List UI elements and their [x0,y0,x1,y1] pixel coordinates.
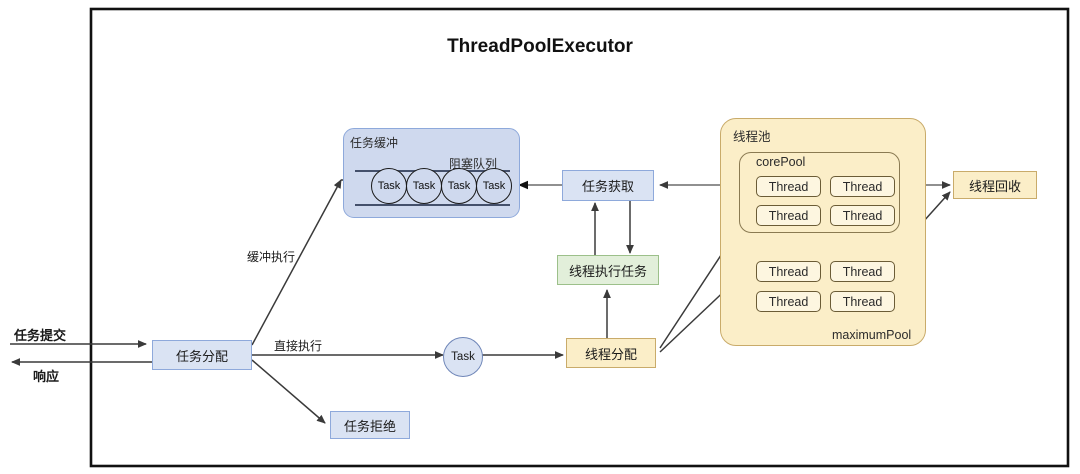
task-fetch-node[interactable]: 任务获取 [562,170,654,201]
thread-run-task-node[interactable]: 线程执行任务 [557,255,659,285]
label-task-submit: 任务提交 [14,328,67,343]
outer-frame-rect [89,7,1070,468]
blocking-queue-title: 阻塞队列 [449,157,498,171]
queue-task-0[interactable]: Task [371,168,407,204]
max-thread-2[interactable]: Thread [756,291,821,312]
edge-reject [251,359,326,424]
thread-recycle-node[interactable]: 线程回收 [953,171,1037,199]
task-circle-node[interactable]: Task [443,337,483,377]
maximum-pool-title: maximumPool [832,328,912,342]
edge-buffered-exec [251,179,342,346]
task-buffer-title: 任务缓冲 [350,136,399,150]
core-thread-3[interactable]: Thread [830,205,895,226]
core-pool-container [739,152,900,233]
queue-bottom-line [355,204,510,206]
label-response: 响应 [33,369,60,384]
max-thread-0[interactable]: Thread [756,261,821,282]
label-direct-exec: 直接执行 [274,339,323,353]
thread-pool-title: 线程池 [733,130,771,144]
core-thread-2[interactable]: Thread [756,205,821,226]
core-pool-title: corePool [756,155,806,169]
queue-task-3[interactable]: Task [476,168,512,204]
max-thread-1[interactable]: Thread [830,261,895,282]
task-dispatch-node[interactable]: 任务分配 [152,340,252,370]
label-buffered-exec: 缓冲执行 [247,250,296,264]
queue-task-1[interactable]: Task [406,168,442,204]
core-thread-1[interactable]: Thread [830,176,895,197]
thread-alloc-node[interactable]: 线程分配 [566,338,656,368]
task-reject-node[interactable]: 任务拒绝 [330,411,410,439]
queue-task-2[interactable]: Task [441,168,477,204]
max-thread-3[interactable]: Thread [830,291,895,312]
core-thread-0[interactable]: Thread [756,176,821,197]
page-title: ThreadPoolExecutor [447,36,633,57]
